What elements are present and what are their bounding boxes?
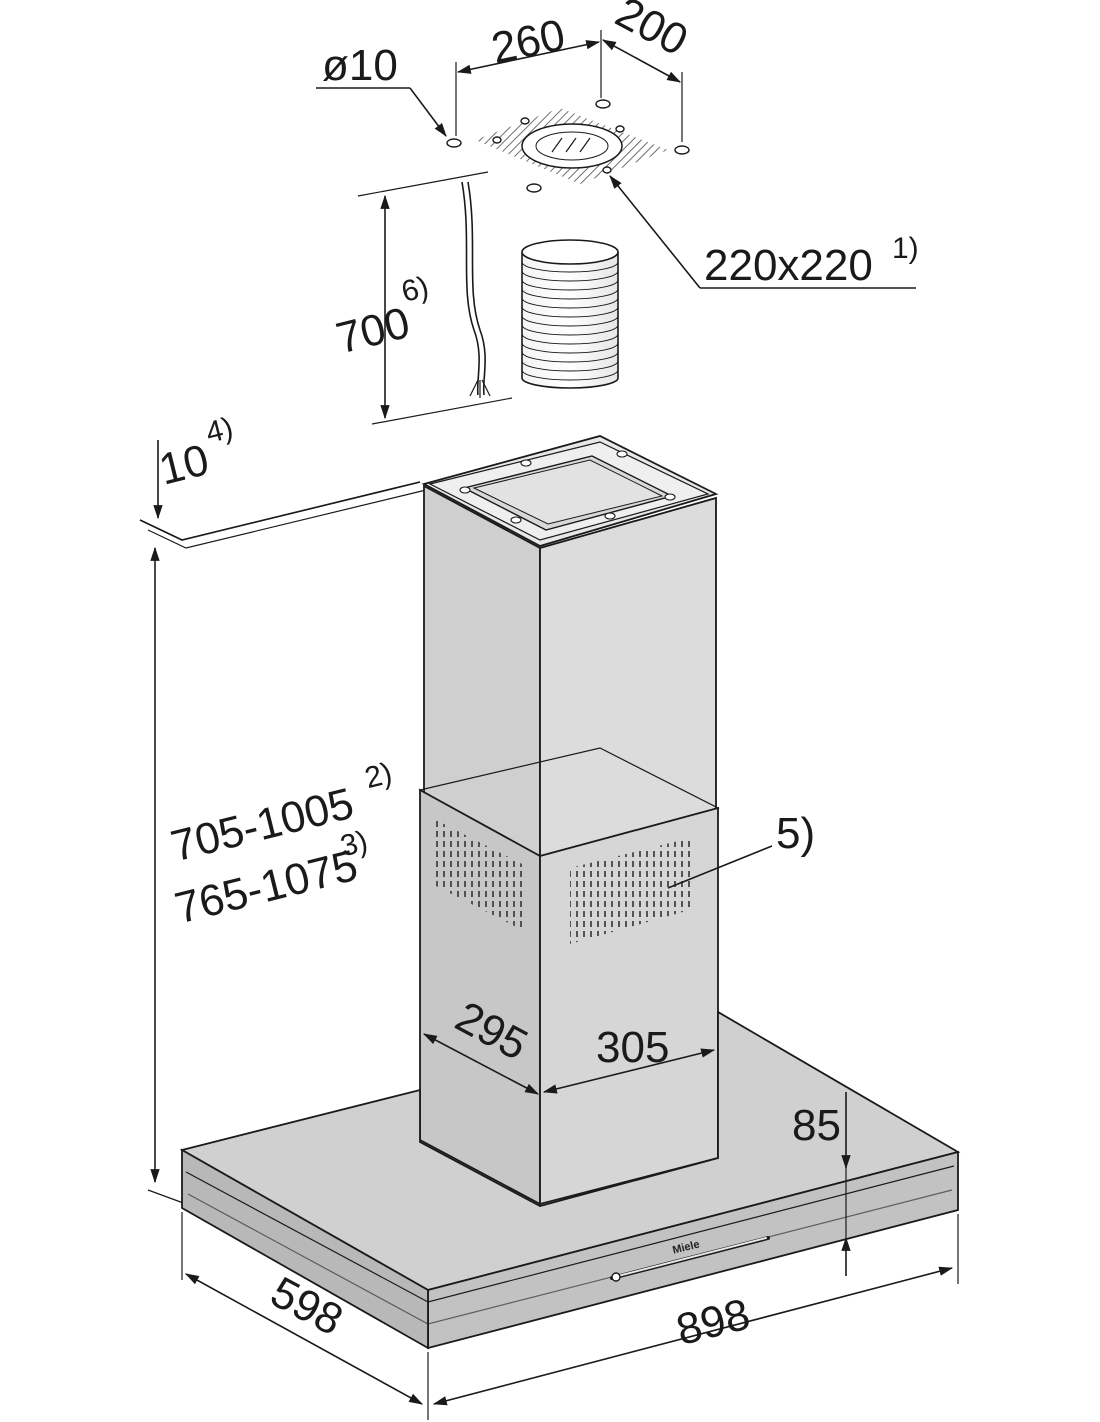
vent-note-callout: 5) <box>667 809 815 889</box>
hole-spacing-depth-dimension: 200 <box>601 0 696 142</box>
duct-opening-footnote: 1) <box>892 232 919 265</box>
canopy-height-label: 85 <box>792 1101 841 1150</box>
duct-rib <box>521 342 619 354</box>
hole-spacing-depth-label: 200 <box>608 0 696 65</box>
duct-length-label: 700 <box>331 298 414 363</box>
front-vent-slots <box>570 838 690 944</box>
canopy-height-dimension: 85 <box>792 1092 851 1276</box>
duct-opening-callout: 220x220 1) <box>609 175 919 290</box>
ceiling-gap-label: 10 <box>154 435 213 494</box>
mounting-holes <box>446 99 690 193</box>
hole-diameter-label: ø10 <box>322 41 398 90</box>
duct-rib <box>521 306 619 318</box>
ceiling-gap-dimension: 10 4) <box>139 411 427 549</box>
vent-note-label: 5) <box>776 809 815 858</box>
chimney-lower <box>418 747 720 1206</box>
duct-opening-label: 220x220 <box>704 241 873 290</box>
chimney-width-dimension: 305 <box>542 1023 716 1094</box>
duct-rib <box>521 369 619 381</box>
power-cable <box>461 181 491 398</box>
hole-diameter-callout: ø10 <box>316 41 447 137</box>
chimney-upper <box>421 435 719 862</box>
height-range-a-footnote: 2) <box>362 757 396 795</box>
duct-rib <box>521 270 619 282</box>
chimney-width-label: 305 <box>596 1023 669 1072</box>
duct-rib <box>521 288 619 300</box>
duct-rib <box>521 324 619 336</box>
duct-rib <box>521 333 619 345</box>
duct-rib <box>521 261 619 273</box>
duct-rib <box>521 315 619 327</box>
canopy-width-label: 898 <box>672 1290 755 1355</box>
duct-rib <box>521 351 619 363</box>
duct-rib <box>521 360 619 372</box>
ceiling-gap-footnote: 4) <box>203 411 237 449</box>
left-vent-slots <box>436 820 526 932</box>
flexible-duct <box>521 239 619 389</box>
duct-rib <box>521 297 619 309</box>
hole-spacing-width-label: 260 <box>487 10 569 73</box>
ceiling-mount-plate <box>446 99 690 193</box>
duct-rib <box>521 279 619 291</box>
